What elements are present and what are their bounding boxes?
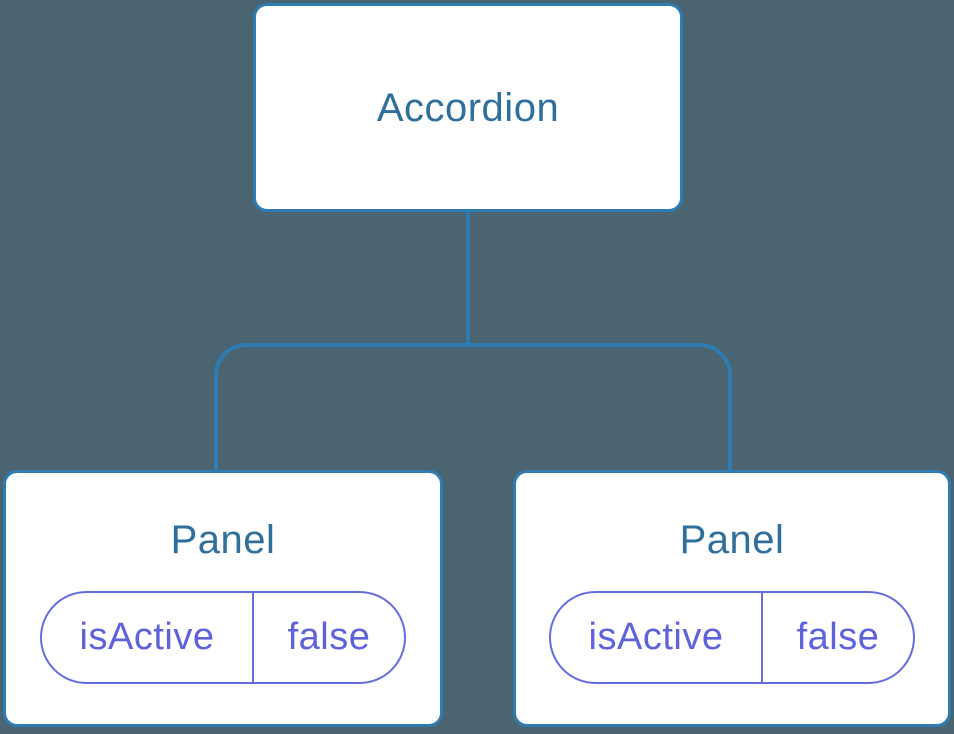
state-pill: isActive false <box>549 591 915 684</box>
tree-connector-branches <box>214 343 732 470</box>
accordion-node: Accordion <box>253 3 683 212</box>
state-key: isActive <box>79 616 215 658</box>
state-key: isActive <box>588 616 724 658</box>
panel-node-label: Panel <box>679 518 785 562</box>
panel-node-left: Panel isActive false <box>3 470 443 727</box>
state-pill-divider <box>761 593 763 682</box>
state-value: false <box>287 616 371 658</box>
state-pill-divider <box>252 593 254 682</box>
state-pill: isActive false <box>40 591 406 684</box>
panel-node-right: Panel isActive false <box>513 470 951 727</box>
accordion-node-label: Accordion <box>376 85 560 130</box>
state-value: false <box>796 616 880 658</box>
panel-node-label: Panel <box>170 518 276 562</box>
tree-connector-stem <box>466 211 470 345</box>
